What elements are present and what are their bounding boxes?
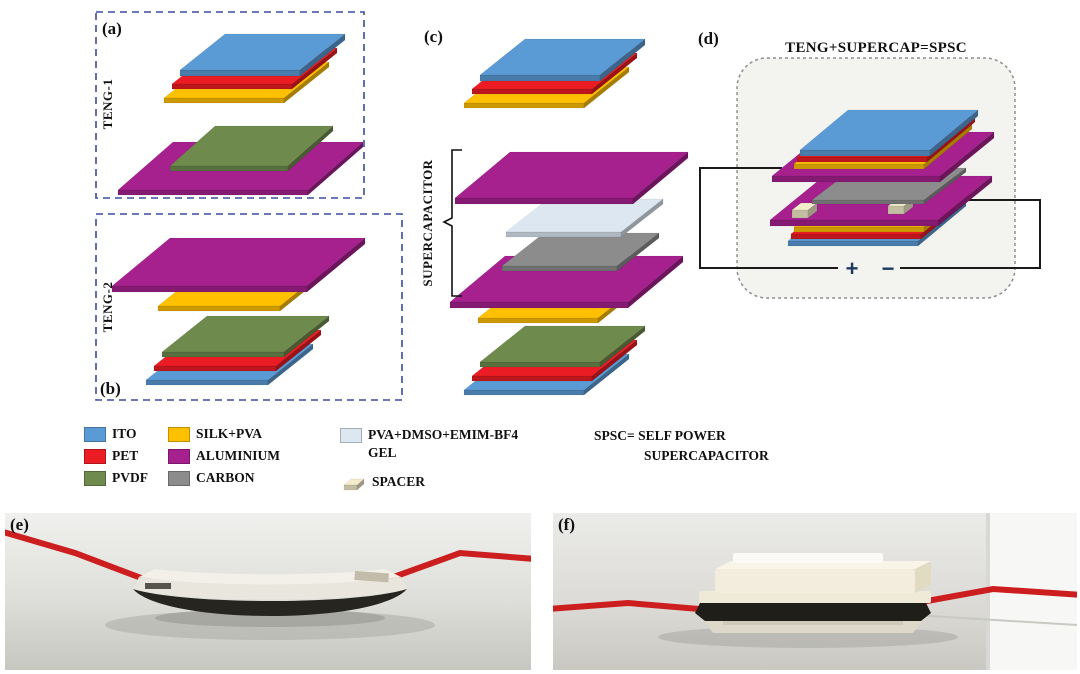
- layer-pvdf-c-bottom: [479, 325, 646, 368]
- pvdf-swatch: [84, 470, 106, 486]
- shadow-e-inner: [155, 609, 385, 627]
- top-slab-f: [715, 569, 915, 593]
- legend-item-carbon: CARBON: [168, 470, 255, 486]
- teng1-label: TENG-1: [100, 79, 115, 130]
- carbon-swatch: [168, 470, 190, 486]
- teng2-label: TENG-2: [100, 282, 115, 333]
- spsc-title: TENG+SUPERCAP=SPSC: [785, 40, 967, 56]
- panel-c-label: (c): [424, 27, 443, 46]
- spsc-note-line2: SUPERCAPACITOR: [644, 447, 769, 463]
- spacer-legend-cube: [343, 478, 365, 491]
- spacer-d-left: [791, 202, 818, 219]
- gel-label-line2: GEL: [368, 444, 397, 460]
- photo-f: (f): [553, 513, 1077, 670]
- panel-b-label: (b): [100, 379, 121, 398]
- wire-right: [900, 199, 1041, 269]
- top-white-layer-f: [733, 553, 883, 563]
- schematic-diagram: (a) (b) (c) (d) TENG-1 TENG-2 SUPERCAPAC…: [95, 11, 1041, 401]
- red-wire-left-f: [553, 599, 714, 613]
- layer-aluminium-b: [111, 237, 366, 293]
- legend-item-ito: ITO: [84, 426, 137, 442]
- mid-plate-f: [699, 591, 931, 603]
- device-photo-e: [5, 529, 531, 640]
- gel-label-line1: PVA+DMSO+EMIM-BF4: [368, 427, 519, 442]
- legend-item-silk: SILK+PVA: [168, 426, 262, 442]
- supercapacitor-label: SUPERCAPACITOR: [420, 159, 435, 286]
- red-wire-right-e: [374, 549, 531, 586]
- legend-item-aluminium: ALUMINIUM: [168, 448, 280, 464]
- layer-pvdf-a: [169, 125, 334, 172]
- layer-ito-c-top: [479, 38, 646, 82]
- panel-d-label: (d): [698, 29, 719, 48]
- legend-item-pvdf: PVDF: [84, 470, 148, 486]
- layer-edge-e: [145, 583, 171, 589]
- electrode-tab-e: [354, 571, 389, 583]
- layer-stacks: [111, 33, 995, 396]
- panel-e-label: (e): [10, 515, 29, 534]
- pvdf-label: PVDF: [112, 470, 148, 485]
- spacer-label: SPACER: [372, 474, 426, 489]
- silk-swatch: [168, 426, 190, 442]
- legend-item-spacer: SPACER: [340, 472, 425, 492]
- photo-e: (e): [5, 513, 531, 670]
- legend-item-pet: PET: [84, 448, 138, 464]
- panel-a-label: (a): [102, 19, 122, 38]
- device-body-e: [133, 589, 407, 616]
- plus-terminal: +: [846, 256, 859, 281]
- red-wire-right-f: [902, 585, 1077, 608]
- layer-pvdf-b: [161, 315, 330, 358]
- spacer-cube-icon: [343, 478, 365, 491]
- thin-wire-f: [912, 614, 1077, 626]
- teng2-box: [95, 213, 403, 401]
- ito-label: ITO: [112, 426, 137, 441]
- dark-band-f: [695, 601, 931, 621]
- minus-terminal: −: [882, 256, 895, 281]
- aluminium-label: ALUMINIUM: [196, 448, 280, 463]
- red-wire-left-e: [5, 529, 168, 590]
- teng1-box: [95, 11, 365, 199]
- gel-swatch: [340, 428, 362, 443]
- layer-gel-c: [505, 198, 664, 238]
- pet-label: PET: [112, 448, 139, 463]
- layer-ito-a: [179, 33, 346, 77]
- ito-swatch: [84, 426, 106, 442]
- spsc-note: SPSC= SELF POWER SUPERCAPACITOR: [594, 426, 769, 465]
- silk-label: SILK+PVA: [196, 426, 262, 441]
- layer-ito-d-top: [799, 109, 979, 157]
- aluminium-swatch: [168, 448, 190, 464]
- supercap-bracket: [442, 149, 462, 297]
- wire-left: [699, 167, 838, 269]
- device-photo-f: [553, 513, 1077, 670]
- carbon-label: CARBON: [196, 470, 255, 485]
- panel-f-label: (f): [558, 515, 575, 534]
- device-top-plate-e: [133, 577, 407, 600]
- spsc-note-line1: SPSC= SELF POWER: [594, 428, 726, 443]
- pet-swatch: [84, 448, 106, 464]
- top-slab-side-f: [915, 561, 931, 593]
- layer-carbon-c: [501, 232, 660, 272]
- legend-item-gel: PVA+DMSO+EMIM-BF4 GEL: [340, 426, 518, 461]
- device-top-surface-e: [139, 569, 401, 585]
- layer-aluminium-c-top: [454, 151, 689, 205]
